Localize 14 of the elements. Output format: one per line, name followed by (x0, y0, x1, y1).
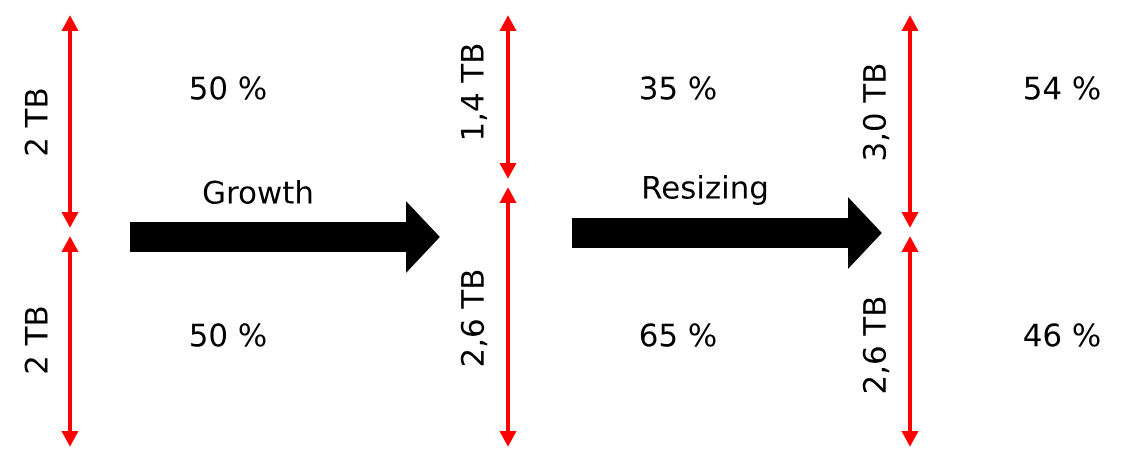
percentage-label: 65 % (640, 323, 716, 347)
percentage-label: 46 % (1024, 323, 1100, 347)
percentage-label: 54 % (1025, 76, 1100, 100)
capacity-label: 2,6 TB (460, 270, 488, 366)
percentage-label: 50 % (191, 76, 266, 100)
capacity-label: 2 TB (24, 89, 48, 155)
edge-label: Resizing (640, 174, 770, 206)
capacity-label: 2,6 TB (862, 297, 890, 393)
percentage-label: 35 % (641, 76, 716, 100)
capacity-label: 2 TB (24, 307, 48, 373)
percentage-label: 50 % (191, 323, 266, 347)
edge-label: Growth (201, 179, 315, 205)
capacity-label: 1,4 TB (460, 44, 488, 139)
capacity-label: 3,0 TB (862, 64, 890, 160)
